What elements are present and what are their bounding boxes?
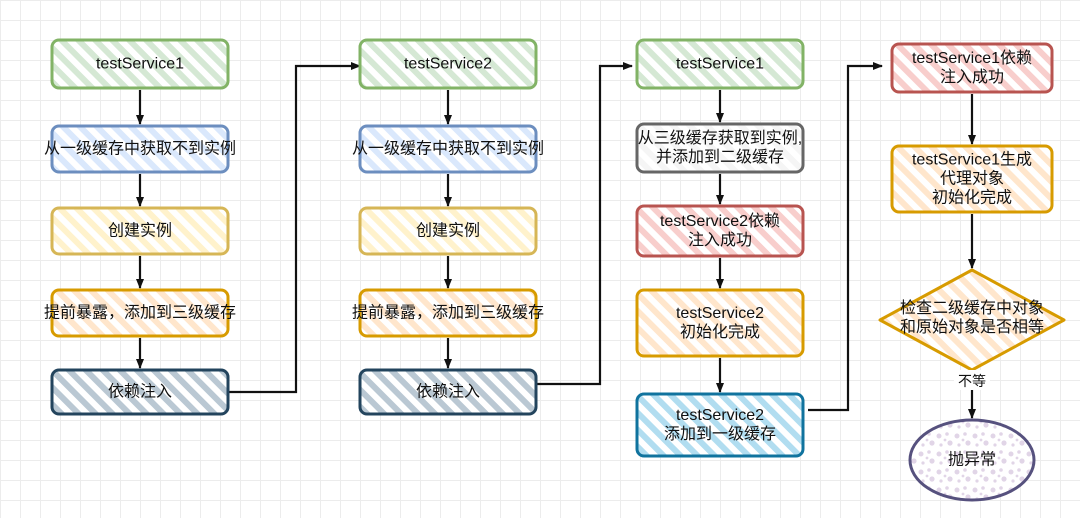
- node-c3-service: testService1: [635, 38, 805, 90]
- end-text-line-1: 抛异常: [948, 451, 996, 469]
- node-text-line-1: testService1生成: [912, 151, 1032, 169]
- node-c1-expose: 提前暴露，添加到三级缓存: [44, 288, 236, 338]
- node-text-line-1: testService2: [676, 407, 764, 424]
- node-box: [358, 124, 538, 174]
- node-box: [358, 206, 538, 256]
- node-text-line-3: 初始化完成: [932, 189, 1012, 207]
- nodes: testService1从一级缓存中获取不到实例创建实例提前暴露，添加到三级缓存…: [44, 38, 1066, 502]
- node-box: [635, 204, 805, 258]
- decision-text-line-1: 检查二级缓存中对象: [900, 299, 1044, 317]
- edge-label-text: 不等: [958, 373, 986, 389]
- node-box: [890, 42, 1054, 94]
- node-box: [635, 392, 805, 458]
- decision-text-line-2: 和原始对象是否相等: [900, 318, 1044, 336]
- node-box: [50, 38, 230, 90]
- node-text-line-1: 依赖注入: [108, 383, 172, 401]
- node-text-line-1: 创建实例: [416, 222, 480, 240]
- node-box: [890, 144, 1054, 214]
- node-c2-get-l1: 从一级缓存中获取不到实例: [352, 124, 544, 174]
- edge-col3-to-col4: [808, 62, 883, 412]
- node-c1-inject: 依赖注入: [50, 368, 230, 416]
- node-box: [635, 38, 805, 90]
- node-c2-inject: 依赖注入: [358, 368, 538, 416]
- edge-col1-to-col2: [228, 62, 361, 394]
- node-text-line-2: 初始化完成: [680, 323, 760, 341]
- node-text-line-1: testService2: [404, 56, 492, 73]
- node-text-line-1: testService2: [676, 305, 764, 322]
- node-text-line-1: 依赖注入: [416, 383, 480, 401]
- node-text-line-1: 从一级缓存中获取不到实例: [44, 140, 236, 158]
- node-text-line-1: testService2依赖: [660, 212, 780, 230]
- connectors: [228, 62, 883, 412]
- node-text-line-2: 注入成功: [940, 68, 1004, 86]
- node-text-line-1: 提前暴露，添加到三级缓存: [352, 304, 544, 322]
- end-c4-throw: 抛异常: [908, 418, 1036, 502]
- edge-label: 不等: [954, 370, 990, 390]
- node-text-line-1: testService1: [96, 56, 184, 73]
- node-text-line-2: 注入成功: [688, 231, 752, 249]
- node-c3-get-l3: 从三级缓存获取到实例,并添加到二级缓存: [635, 122, 805, 174]
- node-text-line-1: 提前暴露，添加到三级缓存: [44, 304, 236, 322]
- node-text-line-2: 并添加到二级缓存: [656, 148, 784, 166]
- node-box: [358, 368, 538, 416]
- node-text-line-1: 从三级缓存获取到实例,: [638, 129, 802, 147]
- node-box: [358, 38, 538, 90]
- edge-col2-to-col3: [536, 62, 633, 386]
- node-box: [50, 124, 230, 174]
- vertical-edges: [136, 90, 976, 419]
- node-c2-service: testService2: [358, 38, 538, 90]
- node-c2-create: 创建实例: [358, 206, 538, 256]
- node-text-line-2: 代理对象: [940, 170, 1004, 188]
- node-box: [50, 288, 230, 338]
- node-box: [635, 288, 805, 358]
- node-text-line-1: 创建实例: [108, 222, 172, 240]
- node-c1-service: testService1: [50, 38, 230, 90]
- end-ellipse: [908, 418, 1036, 502]
- node-c1-get-l1: 从一级缓存中获取不到实例: [44, 124, 236, 174]
- node-box: [50, 206, 230, 256]
- node-box: [358, 288, 538, 338]
- node-c1-create: 创建实例: [50, 206, 230, 256]
- node-box: [635, 122, 805, 174]
- node-text-line-2: 添加到一级缓存: [664, 425, 776, 443]
- node-box: [50, 368, 230, 416]
- node-text-line-1: testService1依赖: [912, 49, 1032, 67]
- node-text-line-1: testService1: [676, 56, 764, 73]
- node-text-line-1: 从一级缓存中获取不到实例: [352, 140, 544, 158]
- node-c2-expose: 提前暴露，添加到三级缓存: [352, 288, 544, 338]
